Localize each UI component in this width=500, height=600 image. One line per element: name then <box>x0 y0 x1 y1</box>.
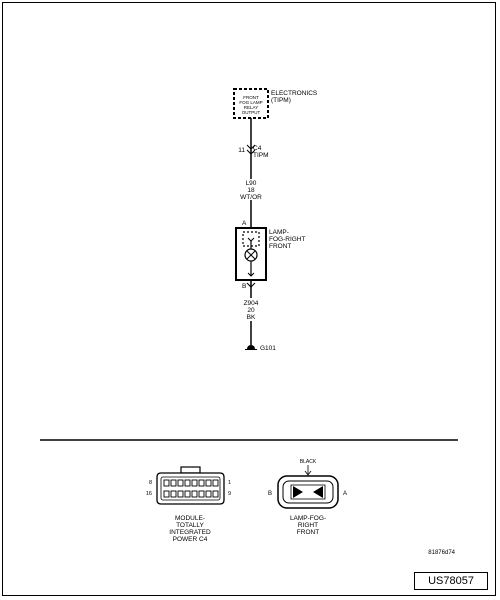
module-label-line-2: TOTALLY <box>176 522 204 529</box>
module-pin-cavity <box>191 490 198 498</box>
module-pin-cavity <box>212 479 219 487</box>
module-pin-cavity <box>184 479 191 487</box>
tipm-box-line-2: FOG LAMP <box>239 100 262 105</box>
module-pin-cavity <box>205 490 212 498</box>
module-pin-cavity <box>191 479 198 487</box>
lamp-pin-b: B <box>242 283 246 290</box>
lamp-connector-color: BLACK <box>300 459 317 465</box>
figure-id: 81876d74 <box>428 550 455 556</box>
wire-z904-line-2: 20 <box>247 307 255 314</box>
module-pin-cavity <box>170 490 177 498</box>
tipm-box-line-4: OUTPUT <box>242 110 261 115</box>
wire-l90-line-2: 18 <box>247 187 255 194</box>
module-pin-cavity <box>212 490 219 498</box>
lamp-label-line-1: LAMP- <box>269 229 289 236</box>
lamp-connector-label-line-3: FRONT <box>297 529 319 536</box>
tipm-label-line-2: (TIPM) <box>271 97 291 104</box>
module-pin-cavity <box>205 479 212 487</box>
part-number-box: US78057 <box>414 572 488 590</box>
module-pin-16-label: 16 <box>146 491 152 497</box>
lamp-fog-connector <box>277 475 339 509</box>
lamp-connector-leader-arrow <box>304 470 312 476</box>
tipm-box-line-3: RELAY <box>244 105 258 110</box>
c4-pin-number: 11 <box>238 147 245 154</box>
page-frame <box>2 2 496 596</box>
lamp-connector-label-line-2: RIGHT <box>298 522 318 529</box>
c4-connector-mark <box>246 144 256 150</box>
module-pin-cavity <box>177 479 184 487</box>
module-label-line-1: MODULE- <box>175 515 205 522</box>
c4-name-line-1: C4 <box>253 145 262 152</box>
module-pin-cavity <box>163 479 170 487</box>
wire-l90-label-bg <box>239 179 263 200</box>
lamp-terminal-b-mark <box>247 272 255 277</box>
module-pin-cavity <box>198 479 205 487</box>
module-pin-1-label: 1 <box>228 480 231 486</box>
c4-name-line-2: TIPM <box>253 152 269 159</box>
tipm-box-line-1: FRONT <box>243 95 259 100</box>
lamp-connector-pin-a: A <box>343 491 347 497</box>
module-pin-cavity <box>184 490 191 498</box>
lamp-label-line-3: FRONT <box>269 243 291 250</box>
module-label-line-3: INTEGRATED <box>169 529 211 536</box>
lamp-bulb-cross-2 <box>246 250 256 260</box>
wire-z904-line-1: Z904 <box>244 300 259 307</box>
module-pin-cavity <box>163 490 170 498</box>
ground-label: G101 <box>260 345 276 352</box>
wire-z904-label-bg <box>239 298 263 321</box>
lamp-pin-a: A <box>242 220 247 227</box>
c4-connector-mark-lower <box>246 149 256 155</box>
module-pin-8-label: 8 <box>149 480 152 486</box>
wire-l90-line-1: L90 <box>246 180 257 187</box>
module-pin-cavity <box>177 490 184 498</box>
lamp-connector-label-line-1: LAMP-FOG- <box>290 515 326 522</box>
wire-z904-line-3: BK <box>247 314 256 321</box>
wire-l90-line-3: WT/OR <box>240 194 262 201</box>
tipm-label-line-1: ELECTRONICS <box>271 90 318 97</box>
ground-icon <box>247 345 255 349</box>
module-label-line-4: POWER C4 <box>173 536 208 543</box>
lamp-b-connector-mark <box>246 282 256 288</box>
module-pin-9-label: 9 <box>228 491 231 497</box>
lamp-connector-pin-b: B <box>268 491 272 497</box>
module-pin-cavity <box>198 490 205 498</box>
module-connector-pins <box>163 479 219 498</box>
module-pin-cavity <box>170 479 177 487</box>
lamp-label-line-2: FOG-RIGHT <box>269 236 305 243</box>
